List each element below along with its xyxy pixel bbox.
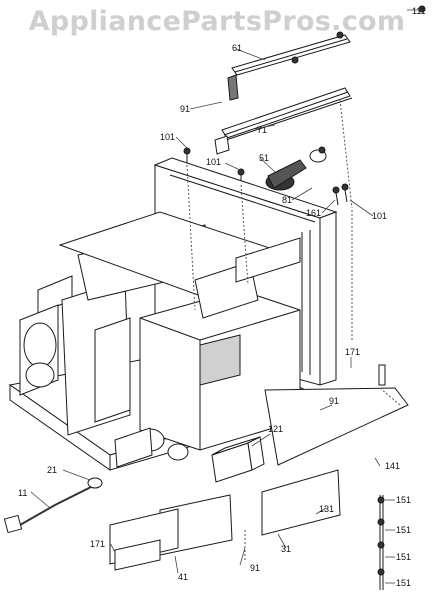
callout-121: 121 (268, 424, 283, 434)
part-121-box (211, 436, 265, 483)
screws (183, 5, 426, 206)
callout-labels: 111 61 91 71 101 51 81 161 101 101 171 9… (18, 6, 426, 588)
callout-91-bottom: 91 (250, 563, 260, 573)
callout-151-b: 151 (396, 525, 411, 535)
callout-151-d: 151 (396, 578, 411, 588)
bottom-right-brackets (109, 364, 409, 571)
callout-61: 61 (232, 43, 242, 53)
callout-101: 101 (160, 132, 175, 142)
callout-151-c: 151 (396, 552, 411, 562)
callout-41: 41 (178, 572, 188, 582)
callout-81: 81 (282, 195, 292, 205)
callout-111: 111 (412, 6, 426, 16)
top-rail-61 (227, 31, 351, 101)
callout-71: 71 (257, 125, 267, 135)
power-cord (3, 477, 103, 534)
callout-101-c: 101 (372, 211, 387, 221)
top-panel (58, 211, 302, 319)
side-rail-71 (214, 87, 353, 155)
callout-21: 21 (47, 465, 57, 475)
callout-151-a: 151 (396, 495, 411, 505)
callout-141: 141 (385, 461, 400, 471)
guide-lines (186, 99, 401, 560)
callout-11: 11 (18, 488, 27, 498)
callout-171-bottom: 171 (90, 539, 105, 549)
callout-101-b: 101 (206, 157, 221, 167)
left-components (19, 224, 216, 436)
callout-51: 51 (259, 153, 269, 163)
oven-cavity (139, 289, 301, 451)
right-clip-rail (377, 495, 385, 590)
callout-171-top: 171 (345, 347, 360, 357)
lamp-assembly-51 (265, 146, 327, 191)
callout-91-mid: 91 (329, 396, 339, 406)
leader-lines (30, 9, 420, 584)
bottom-motor-parts (114, 427, 189, 468)
callout-31: 31 (281, 544, 291, 554)
callout-161: 161 (306, 208, 321, 218)
watermark: AppliancePartsPros.com (28, 6, 406, 37)
callout-131: 131 (319, 504, 334, 514)
callout-91: 91 (180, 104, 190, 114)
